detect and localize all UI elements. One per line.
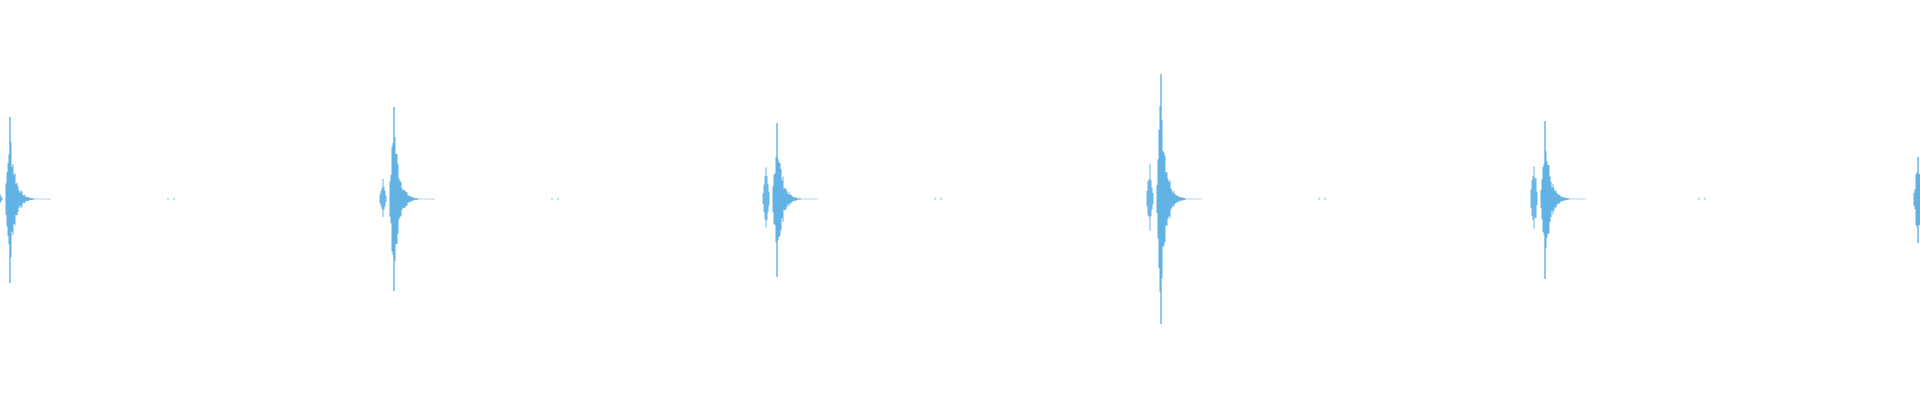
waveform-strokes <box>0 74 1920 324</box>
